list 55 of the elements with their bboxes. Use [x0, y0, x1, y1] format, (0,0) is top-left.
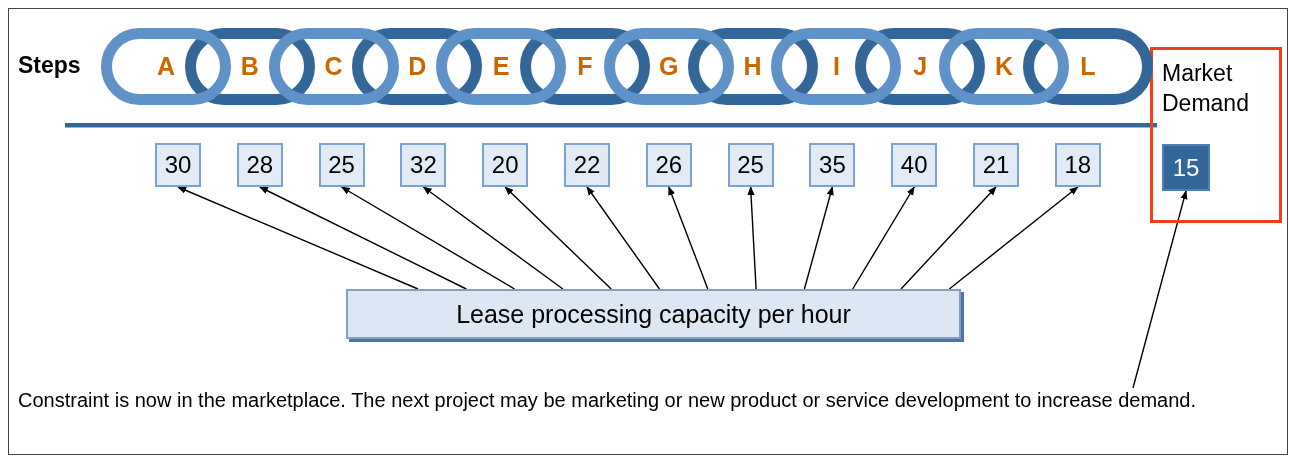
step-letter: B [240, 52, 259, 81]
arrow [852, 186, 915, 290]
step-letter: C [324, 52, 343, 81]
arrow [340, 186, 516, 290]
chain-link [184, 28, 315, 105]
value-box: 28 [236, 143, 283, 187]
box-heading: Market Demand [1162, 59, 1250, 118]
value-box: 40 [891, 143, 938, 187]
value-box: 21 [973, 143, 1019, 187]
highlight-box [1150, 47, 1282, 223]
value-box: 25 [318, 143, 365, 187]
value-box: 18 [1054, 143, 1101, 187]
chain-link [268, 28, 399, 105]
arrow [586, 186, 661, 290]
arrow [422, 186, 564, 290]
step-letter: K [994, 52, 1014, 81]
arrow [668, 186, 709, 290]
chain-link [771, 28, 902, 105]
arrow [747, 186, 757, 290]
arrow [1132, 190, 1188, 389]
value-box: 20 [482, 143, 529, 187]
value-box: 22 [564, 143, 610, 187]
note-text: Constraint is now in the marketplace. The next project may be marketing or new product or service development to increase demand. [18, 388, 1258, 412]
arrow [803, 186, 834, 290]
chain-link [352, 28, 483, 105]
chain-link [687, 28, 818, 105]
chain-link [101, 28, 231, 105]
chain-link [603, 28, 734, 105]
row-label: Steps [18, 52, 81, 79]
chain-link [939, 28, 1069, 105]
chain-link [1022, 28, 1153, 105]
step-letter: E [492, 52, 510, 81]
value-box: 35 [809, 143, 856, 187]
value-box: 25 [727, 143, 774, 187]
arrow [504, 186, 612, 290]
value-box: 32 [400, 143, 447, 187]
arrow [177, 186, 419, 290]
step-letter: G [659, 52, 679, 81]
step-letter: A [156, 52, 176, 81]
arrow [948, 186, 1079, 290]
arrow [259, 186, 467, 290]
value-box: 30 [155, 143, 201, 187]
value-box: 15 [1162, 144, 1210, 191]
step-letter: D [408, 52, 427, 81]
chain-link [520, 28, 650, 105]
arrow [900, 186, 997, 290]
step-letter: H [743, 52, 762, 81]
step-letter: J [913, 52, 928, 81]
chain-link [855, 28, 986, 105]
step-letter: I [832, 52, 840, 81]
chain-link [436, 28, 567, 105]
step-letter: F [577, 52, 593, 81]
value-box: 26 [645, 143, 692, 187]
step-letter: L [1080, 52, 1096, 81]
process-box: Lease processing capacity per hour [346, 289, 961, 339]
